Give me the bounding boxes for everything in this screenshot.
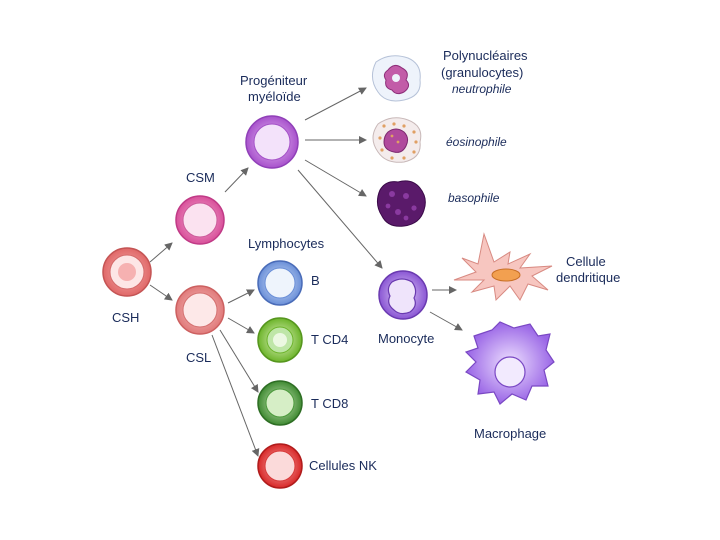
basophil-cell — [376, 180, 426, 227]
lymphocytes-label: Lymphocytes — [248, 236, 325, 251]
arrows — [149, 87, 463, 457]
t-cd4-label: T CD4 — [311, 332, 348, 347]
neutrophil-label: neutrophile — [452, 82, 512, 96]
dendritic-cell — [453, 232, 553, 302]
eosinophil-cell — [372, 117, 422, 163]
arrow-icon — [224, 167, 249, 193]
csl-label: CSL — [186, 350, 211, 365]
polynuclear-label-line1: Polynucléaires — [443, 48, 528, 63]
arrow-icon — [149, 242, 173, 263]
b-lymphocyte-cell — [257, 260, 303, 306]
arrow-icon — [227, 289, 255, 304]
myeloid-progenitor-cell — [245, 115, 299, 169]
basophil-label: basophile — [448, 191, 500, 205]
t-cd8-label: T CD8 — [311, 396, 348, 411]
eosinophil-label: éosinophile — [446, 135, 507, 149]
arrow-icon — [297, 169, 383, 269]
csm-cell — [175, 195, 225, 245]
polynuclear-label-line2: (granulocytes) — [441, 65, 523, 80]
monocyte-label: Monocyte — [378, 331, 434, 346]
csh-label: CSH — [112, 310, 139, 325]
t-cd8-cell — [257, 380, 303, 426]
csm-label: CSM — [186, 170, 215, 185]
nk-label: Cellules NK — [309, 458, 377, 473]
macrophage-label: Macrophage — [474, 426, 546, 441]
arrow-icon — [227, 317, 255, 334]
dendritic-label-line2: dendritique — [556, 270, 620, 285]
nk-cell — [257, 443, 303, 489]
progenitor-label-line1: Progéniteur — [240, 73, 308, 88]
arrow-icon — [149, 284, 173, 301]
b-cell-label: B — [311, 273, 320, 288]
csh-cell — [102, 247, 152, 297]
arrow-icon — [219, 329, 259, 393]
dendritic-label-line1: Cellule — [566, 254, 606, 269]
monocyte-cell — [378, 270, 428, 320]
arrow-icon — [304, 87, 367, 121]
csl-cell — [175, 285, 225, 335]
macrophage-cell — [464, 321, 555, 405]
arrow-icon — [429, 311, 463, 331]
arrow-icon — [304, 159, 367, 197]
neutrophil-cell — [372, 55, 421, 102]
arrow-icon — [211, 334, 260, 457]
t-cd4-cell — [257, 317, 303, 363]
progenitor-label-line2: myéloïde — [248, 89, 301, 104]
